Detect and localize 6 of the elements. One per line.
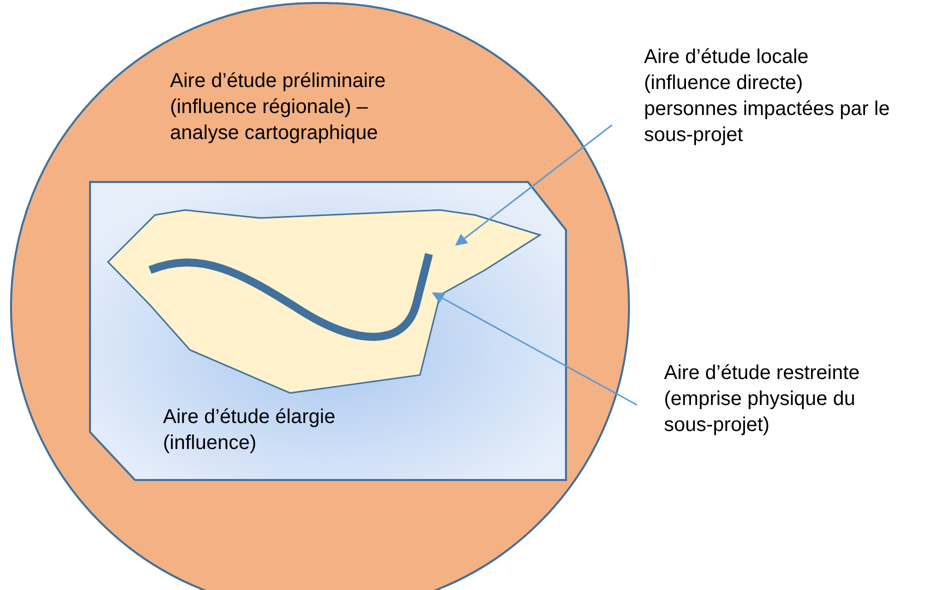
area-label: Aire d’étude élargie (influence) xyxy=(163,405,336,456)
callout-text: Aire d’étude locale (influence directe) personnes impactées par le sous-projet xyxy=(644,45,891,148)
callout-text: Aire d’étude restreinte (emprise physique du sous-projet) xyxy=(664,361,861,438)
leader-arrow xyxy=(455,124,612,246)
area-label: Aire d’étude préliminaire (influence régionale) – analyse cartographique xyxy=(170,69,387,146)
leader-arrow xyxy=(432,292,638,406)
